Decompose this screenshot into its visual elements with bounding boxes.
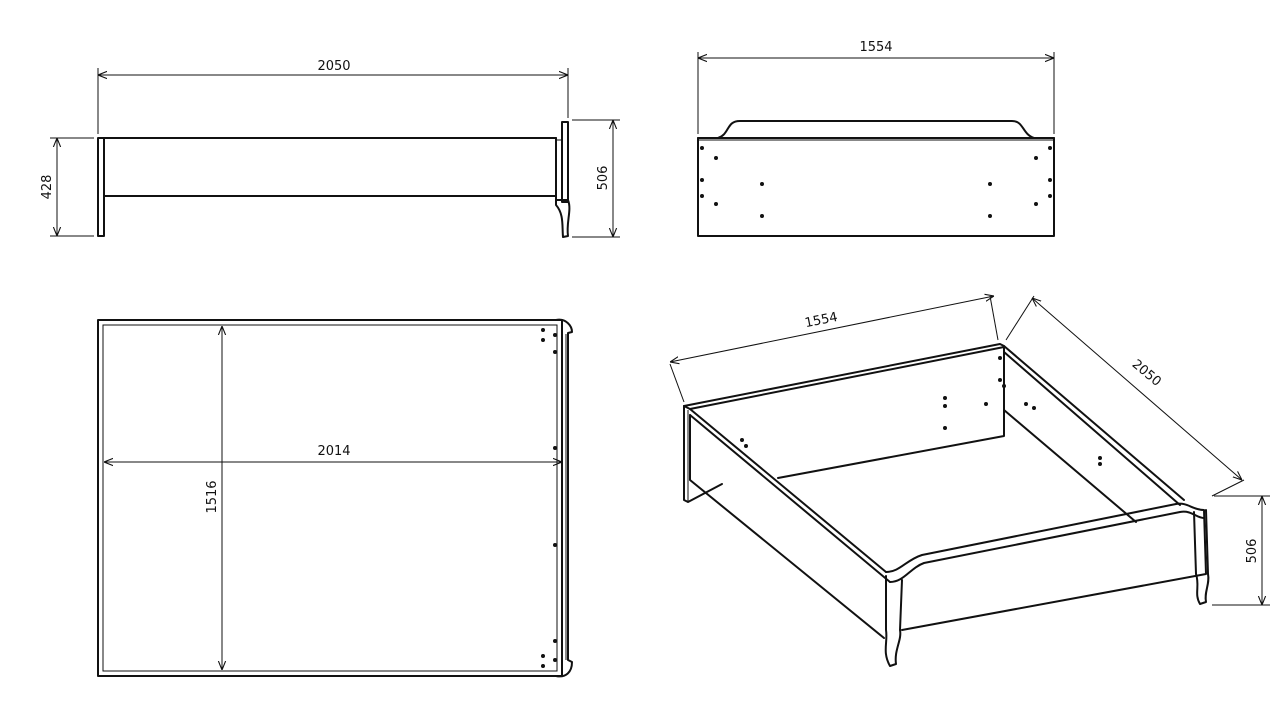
side-view-frame bbox=[97, 121, 569, 237]
side-length-label: 2050 bbox=[317, 59, 350, 74]
end-view-bolt-holes bbox=[700, 146, 1052, 218]
iso-width-label: 1554 bbox=[804, 310, 839, 331]
top-inner-length-label: 2014 bbox=[317, 444, 350, 459]
side-total-height-label: 506 bbox=[596, 166, 611, 191]
side-view: 2050 428 506 bbox=[40, 59, 620, 238]
iso-length-dimension: 2050 bbox=[1005, 295, 1245, 497]
iso-width-dimension: 1554 bbox=[670, 296, 999, 403]
iso-right-leg bbox=[1193, 509, 1210, 605]
end-view-headboard bbox=[697, 120, 1055, 139]
iso-headboard bbox=[683, 343, 1005, 503]
side-length-dimension: 2050 bbox=[97, 59, 569, 134]
end-width-label: 1554 bbox=[859, 40, 892, 55]
isometric-view: 1554 2050 506 bbox=[670, 295, 1270, 667]
side-frame-height-label: 428 bbox=[40, 175, 55, 200]
side-view-leg bbox=[555, 199, 571, 238]
end-view-frame bbox=[697, 137, 1055, 237]
iso-height-dimension: 506 bbox=[1212, 495, 1270, 606]
iso-length-label: 2050 bbox=[1129, 357, 1164, 390]
end-view: 1554 bbox=[697, 40, 1055, 237]
iso-bolt-holes bbox=[740, 356, 1102, 466]
top-inner-width-label: 1516 bbox=[205, 480, 220, 513]
top-view: 2014 1516 bbox=[97, 318, 573, 678]
iso-front-leg bbox=[884, 575, 903, 667]
iso-footboard bbox=[885, 502, 1207, 631]
top-inner-width-dimension: 1516 bbox=[205, 326, 222, 670]
side-frame-height-dimension: 428 bbox=[40, 137, 94, 237]
top-inner-length-dimension: 2014 bbox=[104, 444, 562, 462]
side-total-height-dimension: 506 bbox=[572, 119, 620, 238]
top-view-bolt-holes bbox=[541, 328, 557, 668]
end-width-dimension: 1554 bbox=[697, 40, 1055, 134]
top-view-frame bbox=[97, 318, 573, 678]
iso-height-label: 506 bbox=[1245, 539, 1260, 564]
iso-left-rail bbox=[689, 408, 891, 639]
